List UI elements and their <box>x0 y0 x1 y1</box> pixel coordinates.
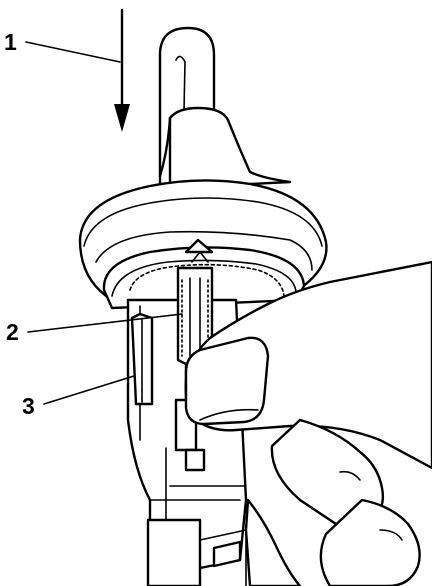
top-stem <box>158 26 292 192</box>
flange-cap <box>78 179 328 310</box>
callout-3: 3 <box>22 393 35 419</box>
down-arrow <box>114 8 130 132</box>
leader-line-2 <box>27 313 183 333</box>
callout-2: 2 <box>6 319 19 345</box>
leader-line-1 <box>25 41 121 63</box>
callout-1: 1 <box>4 29 17 55</box>
lock-tab <box>130 312 154 406</box>
leader-line-3 <box>43 375 135 405</box>
hand <box>184 260 432 586</box>
